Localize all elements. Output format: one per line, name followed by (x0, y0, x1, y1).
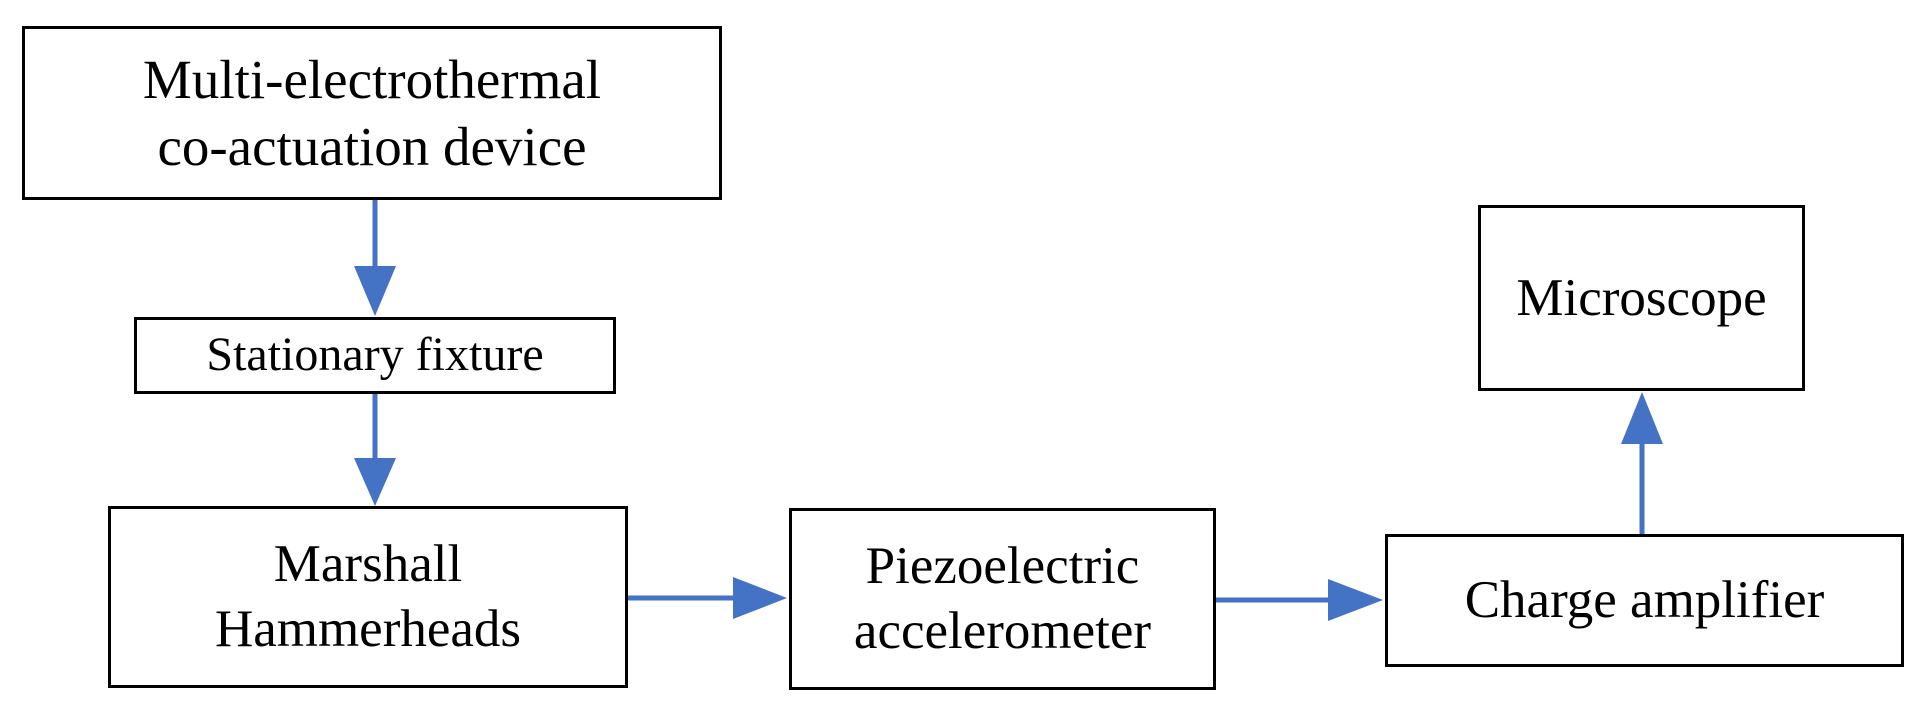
node-label-line: Piezoelectric (865, 537, 1140, 596)
node-label-line: co-actuation device (157, 116, 587, 177)
arrow-hammer-to-accel (628, 577, 787, 619)
arrow-fixture-to-hammer (354, 394, 396, 506)
arrow-device-to-fixture (354, 200, 396, 316)
node-label-line: Marshall (273, 535, 463, 594)
node-label-line: Charge amplifier (1464, 571, 1825, 630)
node-label-line: Hammerheads (214, 600, 522, 658)
arrow-accel-to-amp (1216, 579, 1383, 621)
node-charge-amplifier: Charge amplifier (1385, 534, 1904, 667)
node-stationary-fixture: Stationary fixture (134, 317, 616, 394)
node-label-line: Multi-electrothermal (142, 48, 602, 110)
node-microscope: Microscope (1478, 205, 1805, 391)
node-label-line: Stationary fixture (206, 328, 544, 382)
node-piezoelectric-accelerometer: Piezoelectric accelerometer (789, 508, 1216, 690)
node-marshall-hammerheads: Marshall Hammerheads (108, 506, 628, 688)
node-label-line: Microscope (1516, 268, 1767, 327)
arrow-amp-to-micro (1621, 392, 1663, 534)
node-label-line: accelerometer (853, 602, 1152, 660)
node-multi-electrothermal-device: Multi-electrothermal co-actuation device (22, 26, 722, 200)
